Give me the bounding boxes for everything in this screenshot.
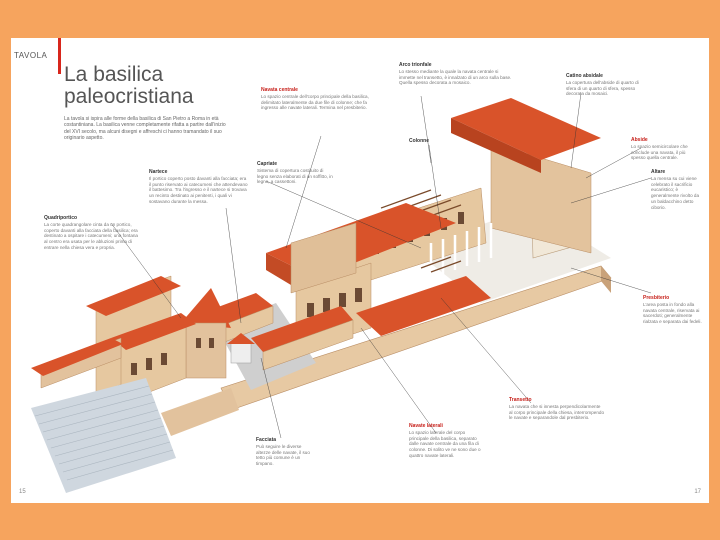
caption-nartece: Nartece Il portico coperto posto davanti…: [149, 169, 249, 205]
intro-text: La tavola si ispira alle forme della bas…: [64, 116, 226, 141]
title-accent-bar: [58, 38, 61, 74]
caption-colonne: Colonne: [409, 138, 449, 145]
caption-title: Quadriportico: [44, 215, 78, 221]
caption-title: Navate laterali: [409, 423, 443, 429]
caption-capriate: Capriate Sistema di copertura costituito…: [257, 161, 335, 185]
caption-title: Facciata: [256, 437, 277, 443]
page-title: La basilica paleocristiana: [64, 64, 194, 108]
caption-navata-centrale: Navata centrale Lo spazio centrale dell'…: [261, 87, 371, 111]
caption-title: Presbiterio: [643, 295, 670, 301]
caption-presbiterio: Presbiterio L'area posta in fondo alla n…: [643, 295, 703, 325]
caption-text: Lo spazio centrale dell'corpo principale…: [261, 93, 369, 111]
caption-text: Il portico coperto posto davanti alla fa…: [149, 175, 248, 204]
basilica-illustration: [31, 98, 612, 493]
page-number-left: 15: [19, 489, 26, 495]
caption-altare: Altare La mensa su cui viene celebrato i…: [651, 169, 703, 211]
caption-text: Sistema di copertura costituito di legno…: [257, 167, 333, 185]
caption-text: La corte quadrangolare cinta da un porti…: [44, 221, 138, 250]
caption-text: Lo stesso mediante la quale la navata ce…: [399, 68, 512, 86]
caption-title: Abside: [631, 137, 648, 143]
caption-text: La navata che si innesta perpendicolarme…: [509, 403, 604, 421]
caption-abside: Abside Lo spazio semicircolare che concl…: [631, 137, 701, 161]
caption-navate-laterali: Navate laterali Lo spazio laterale del c…: [409, 423, 484, 459]
caption-text: Può seguire le diverse altezze delle nav…: [256, 443, 310, 467]
caption-title: Transetto: [509, 397, 532, 403]
caption-title: Navata centrale: [261, 87, 298, 93]
caption-title: Colonne: [409, 138, 429, 144]
caption-title: Nartece: [149, 169, 168, 175]
title-line-2: paleocristiana: [64, 85, 194, 108]
caption-text: Lo spazio semicircolare che conclude una…: [631, 143, 688, 161]
book-spread: TAVOLA La basilica paleocristiana La tav…: [11, 38, 709, 503]
caption-catino-absidale: Catino absidale La copertura dell'abside…: [566, 73, 648, 97]
page-number-right: 17: [694, 489, 701, 495]
caption-title: Altare: [651, 169, 666, 175]
caption-title: Catino absidale: [566, 73, 603, 79]
caption-arco-trionfale: Arco trionfale Lo stesso mediante la qua…: [399, 62, 514, 86]
section-tag: TAVOLA: [14, 51, 48, 60]
caption-text: La copertura dell'abside di quarto di sf…: [566, 79, 639, 97]
caption-transetto: Transetto La navata che si innesta perpe…: [509, 397, 604, 421]
caption-text: La mensa su cui viene celebrato il sacri…: [651, 175, 700, 210]
title-line-1: La basilica: [64, 63, 164, 86]
caption-text: L'area posta in fondo alla navata centra…: [643, 301, 702, 325]
caption-text: Lo spazio laterale del corpo principale …: [409, 429, 481, 458]
caption-quadriportico: Quadriportico La corte quadrangolare cin…: [44, 215, 142, 251]
caption-facciata: Facciata Può seguire le diverse altezze …: [256, 437, 316, 467]
caption-title: Capriate: [257, 161, 278, 167]
caption-title: Arco trionfale: [399, 62, 432, 68]
